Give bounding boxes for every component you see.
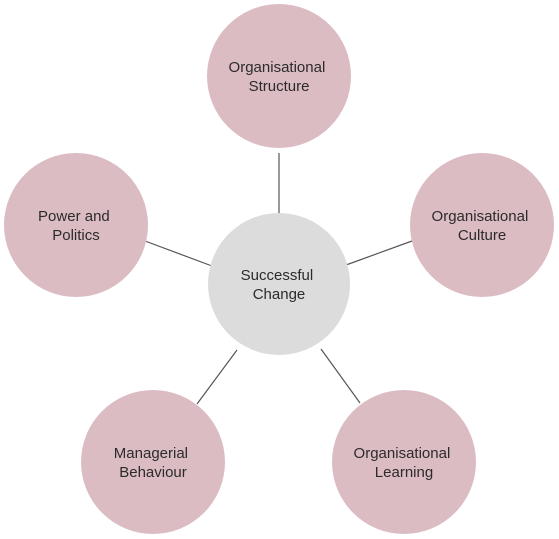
- node-behaviour: Managerial Behaviour: [81, 390, 225, 534]
- connector-culture: [345, 240, 413, 266]
- node-structure-circle: [207, 4, 351, 148]
- connector-politics: [144, 240, 213, 267]
- node-politics: Power and Politics: [4, 153, 148, 297]
- connector-behaviour: [196, 349, 238, 405]
- node-structure-label: Organisational Structure: [229, 59, 330, 95]
- node-culture-label: Organisational Culture: [432, 208, 533, 244]
- node-culture-circle: [410, 153, 554, 297]
- node-learning-circle: [332, 390, 476, 534]
- node-politics-label: Power and Politics: [38, 208, 114, 244]
- node-center: Successful Change: [208, 213, 350, 355]
- node-structure: Organisational Structure: [207, 4, 351, 148]
- node-learning: Organisational Learning: [332, 390, 476, 534]
- node-center-label: Successful Change: [241, 267, 318, 303]
- node-center-circle: [208, 213, 350, 355]
- node-learning-label: Organisational Learning: [354, 445, 455, 481]
- node-politics-circle: [4, 153, 148, 297]
- node-behaviour-circle: [81, 390, 225, 534]
- node-culture: Organisational Culture: [410, 153, 554, 297]
- connectors: [144, 153, 413, 405]
- connector-learning: [320, 348, 361, 404]
- node-behaviour-label: Managerial Behaviour: [114, 445, 192, 481]
